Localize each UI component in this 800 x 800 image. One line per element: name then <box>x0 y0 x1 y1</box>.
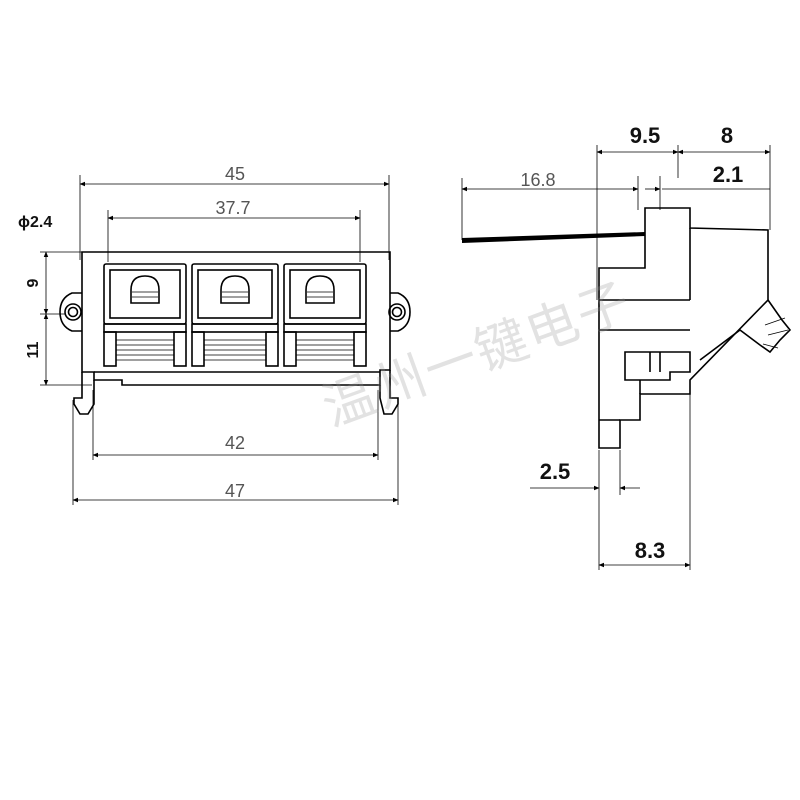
dim-2-5: 2.5 <box>540 459 571 484</box>
dim-11: 11 <box>25 341 42 358</box>
dim-9: 9 <box>25 278 42 287</box>
left-snap-foot <box>73 372 95 415</box>
dim-37-7: 37.7 <box>215 198 250 218</box>
right-snap-foot <box>379 370 399 415</box>
dim-8-3: 8.3 <box>635 538 666 563</box>
left-mounting-ear <box>59 292 82 332</box>
dim-2-1: 2.1 <box>713 162 744 187</box>
dim-42: 42 <box>225 433 245 453</box>
dim-16-8: 16.8 <box>520 170 555 190</box>
lead-wire <box>462 232 645 243</box>
terminal-module-1 <box>103 263 187 367</box>
side-view: 9.5 8 2.1 16.8 2.5 8.3 <box>461 123 792 570</box>
watermark-text: 温州一键电子 <box>315 272 640 439</box>
dim-9-5: 9.5 <box>630 123 661 148</box>
dim-47: 47 <box>225 481 245 501</box>
right-mounting-ear <box>388 292 411 332</box>
terminal-module-3 <box>283 263 367 367</box>
front-view: 45 37.7 ϕ2.4 9 11 42 47 <box>18 164 411 505</box>
dim-45: 45 <box>225 164 245 184</box>
terminal-module-2 <box>191 263 279 367</box>
spring-contact <box>699 299 792 361</box>
dim-8: 8 <box>721 123 733 148</box>
dim-hole-diameter: ϕ2.4 <box>18 214 52 231</box>
